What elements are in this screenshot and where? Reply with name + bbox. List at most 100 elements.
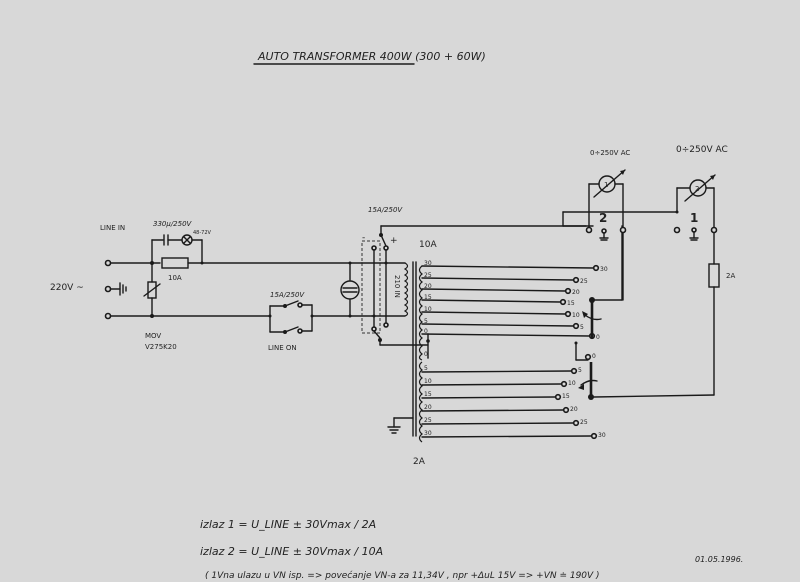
lower-selector-contact[interactable] [560,380,568,388]
output-1-label: 1 [690,211,698,225]
lower-selector-contact[interactable] [562,406,570,414]
upper-current-label: 10A [419,240,437,250]
line-on-switch[interactable] [283,300,303,334]
upper-tap-row: 00 [421,328,600,341]
lower-tap-label: 25 [424,417,432,424]
lower-tap-wire [421,383,562,386]
lower-selector-position-label: 15 [562,393,570,400]
lower-selector-position-label: 0 [592,353,596,360]
upper-tap-wire [421,277,574,281]
upper-selector-position-label: 25 [580,278,588,285]
fuse-label: 10A [168,274,182,282]
lower-selector-position-label: 10 [568,380,576,387]
upper-tap-wire [421,288,566,292]
lower-tap-wire [421,370,572,373]
upper-tap-wire [421,323,574,327]
lower-selector-contact[interactable] [572,419,580,427]
input-fuse [161,257,189,269]
upper-tap-wire [421,311,566,315]
lower-tap-label: 5 [424,365,428,372]
lower-secondary-winding [418,361,423,443]
upper-selector-position-label: 10 [572,312,580,319]
upper-selector-position-label: 5 [580,324,584,331]
lower-selector-position-label: 5 [578,367,582,374]
lower-tap-label: 20 [424,404,432,411]
upper-tap-label: 25 [424,272,432,279]
upper-tap-label: 20 [424,283,432,290]
upper-tap-row: 25 25 [421,272,588,285]
lower-selector-contact[interactable] [584,353,592,361]
output-2-terminal-a[interactable] [585,226,593,234]
note-line-1: izlaz 1 = U_LINE ± 30Vmax / 2A [200,518,376,531]
upper-tap-label: 5 [424,318,428,325]
upper-tap-label: 0 [424,328,428,335]
meter-left-range: 0÷250V AC [590,149,630,157]
upper-selector-contact[interactable] [572,322,580,330]
lamp-label: 48-72V [193,230,212,236]
line-in-label: LINE IN [100,224,125,232]
lower-selector-switch[interactable] [578,362,598,400]
lower-selector-contact[interactable] [590,432,598,440]
output-2-terminal-b[interactable] [619,226,627,234]
upper-selector-contact[interactable] [572,276,580,284]
lower-tap-label: 15 [424,391,432,398]
output-fuse-label: 2A [726,272,735,280]
upper-selector-position-label: 0 [596,334,600,341]
mov-label: MOV [145,332,161,340]
meter-right-range: 0÷250V AC [676,145,728,155]
diagram-title: AUTO TRANSFORMER 400W (300 + 60W) [257,50,486,63]
upper-selector-switch[interactable] [582,297,602,338]
lower-current-label: 2A [413,457,426,467]
meter-right-number: 2 [695,185,699,193]
upper-tap-wire [421,299,561,303]
lower-tap-wire [421,435,592,438]
input-terminal-earth [104,285,112,293]
output-2-label: 2 [599,211,607,225]
upper-tap-wire [421,265,594,269]
lower-selector-position-label: 30 [598,432,606,439]
polarity-switch[interactable] [361,233,389,342]
lower-tap-label: 0 [424,351,428,358]
earth-ground-icon [119,282,127,296]
polarity-plus: + [390,236,398,246]
date-label: 01.05.1996. [695,555,743,564]
output-1-terminal-a[interactable] [673,226,681,234]
upper-selector-position-label: 15 [567,300,575,307]
upper-tap-label: 10 [424,306,432,313]
voltage-label: 220V ~ [50,283,84,293]
upper-selector-contact[interactable] [564,310,572,318]
upper-selector-contact[interactable] [564,287,572,295]
polarity-switch-rating: 15A/250V [368,206,403,214]
upper-secondary-winding [418,265,423,361]
lower-tap-wire [421,409,564,412]
lower-tap-row: 30 30 [421,430,606,440]
lower-selector-position-label: 20 [570,406,578,413]
polarity-minus: - [362,233,365,243]
upper-tap-wire [421,333,590,337]
upper-tap-row: 10 10 [421,306,580,319]
capacitor-label: 330µ/250V [153,220,193,228]
output-fuse [708,263,720,288]
upper-selector-contact[interactable] [592,264,600,272]
upper-selector-contact[interactable] [559,298,567,306]
output-1-terminal-b[interactable] [710,226,718,234]
lower-tap-label: 30 [424,430,432,437]
upper-tap-label: 15 [424,294,432,301]
upper-selector-position-label: 30 [600,266,608,273]
lower-selector-contact[interactable] [554,393,562,401]
input-terminal-line [104,259,112,267]
line-on-rating: 15A/250V [270,291,305,299]
input-terminal-neutral [104,312,112,320]
lower-selector-contact[interactable] [570,367,578,375]
mov-part-label: V275K20 [145,343,177,351]
lower-tap-wire [421,396,556,399]
neon-lamp-icon [340,280,360,300]
